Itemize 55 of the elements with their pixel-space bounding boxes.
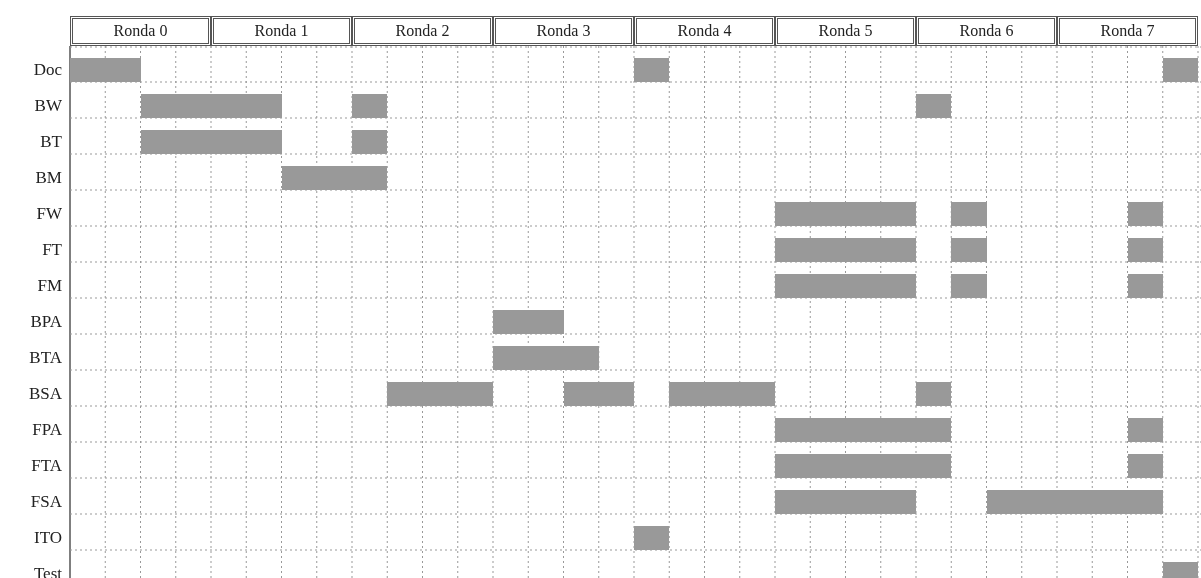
task-bar	[775, 454, 916, 478]
row-label: BPA	[30, 312, 62, 332]
task-bar	[986, 490, 1163, 514]
row-label: FSA	[30, 492, 62, 512]
task-bar	[1127, 238, 1163, 262]
round-header: Ronda 0	[70, 16, 211, 46]
row-label: BM	[35, 168, 62, 188]
task-bar	[387, 382, 493, 406]
task-bar	[1127, 202, 1163, 226]
round-header: Ronda 6	[916, 16, 1057, 46]
task-bar	[916, 94, 952, 118]
task-bar	[70, 58, 141, 82]
row-label: BSA	[28, 384, 62, 404]
task-bar	[916, 418, 952, 442]
task-bar	[634, 526, 670, 550]
task-bar	[1127, 274, 1163, 298]
row-label: FTA	[31, 456, 62, 476]
row-label: BT	[40, 132, 62, 152]
task-bar	[563, 382, 634, 406]
row-label: BW	[34, 96, 62, 116]
task-bar	[1127, 418, 1163, 442]
round-header: Ronda 5	[775, 16, 916, 46]
task-bar	[1162, 58, 1198, 82]
row-label: ITO	[34, 528, 62, 548]
task-bar	[916, 382, 952, 406]
row-label: FPA	[32, 420, 62, 440]
task-bar	[281, 166, 388, 190]
task-bar	[951, 274, 987, 298]
row-label: FT	[42, 240, 62, 260]
round-header: Ronda 7	[1057, 16, 1198, 46]
task-bar	[140, 130, 282, 154]
row-label: Doc	[33, 60, 62, 80]
task-bar	[775, 274, 916, 298]
task-bar	[916, 454, 952, 478]
task-bar	[493, 310, 564, 334]
round-header: Ronda 1	[211, 16, 352, 46]
task-bar	[775, 238, 916, 262]
task-bar	[951, 238, 987, 262]
round-header: Ronda 2	[352, 16, 493, 46]
task-bar	[140, 94, 282, 118]
task-bar	[352, 130, 388, 154]
task-bar	[775, 202, 916, 226]
round-header: Ronda 3	[493, 16, 634, 46]
task-bar	[1127, 454, 1163, 478]
row-label: FW	[36, 204, 62, 224]
task-bar	[352, 94, 388, 118]
round-header: Ronda 4	[634, 16, 775, 46]
row-label: BTA	[29, 348, 62, 368]
task-bar	[775, 418, 916, 442]
task-bar	[951, 202, 987, 226]
task-bar	[493, 346, 599, 370]
task-bar	[669, 382, 775, 406]
row-label: FM	[37, 276, 62, 296]
task-bar	[775, 490, 916, 514]
task-bar	[634, 58, 670, 82]
